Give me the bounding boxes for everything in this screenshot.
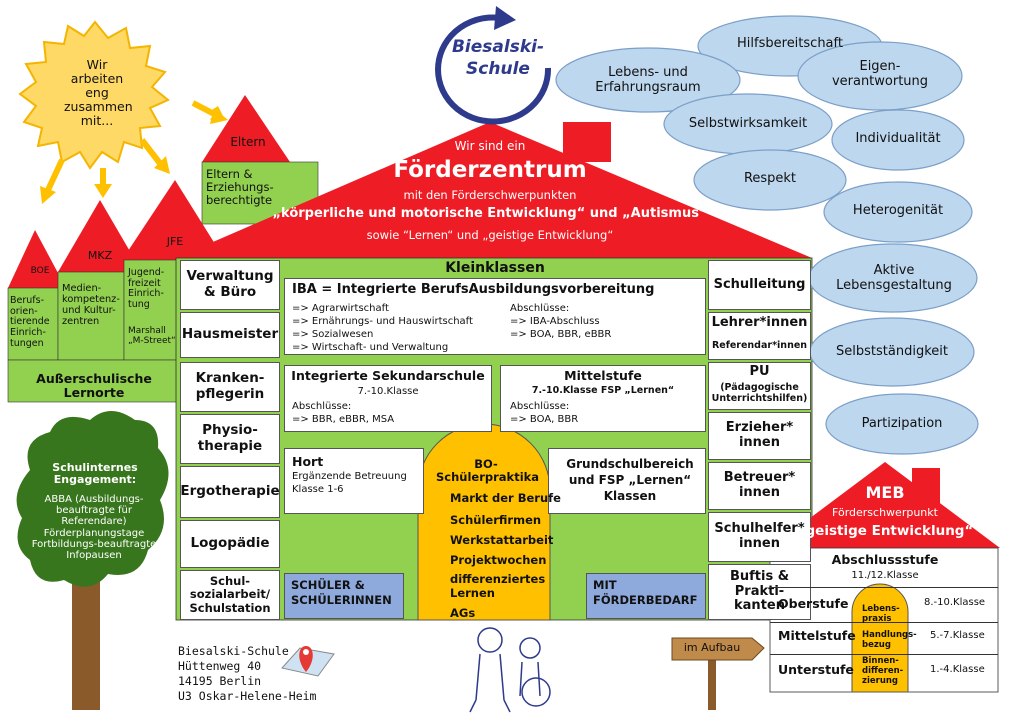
iba-items: => Agrarwirtschaft => Ernährungs- und Ha… xyxy=(292,303,473,353)
left-item-ergotherapie: Ergotherapie xyxy=(180,483,280,500)
sign-text: im Aufbau xyxy=(683,641,741,654)
hort-title: Hort xyxy=(292,454,324,469)
right-item-betreuer: Betreuer* innen xyxy=(723,470,796,500)
logo-line2: Schule xyxy=(466,59,530,79)
tree-crown-icon xyxy=(16,411,169,587)
door-item-firmen: Schülerfirmen xyxy=(450,513,542,527)
cloud-individualitaet: Individualität xyxy=(855,131,941,146)
cloud-eigenverantwortung: Eigen-verantwortung xyxy=(831,59,929,89)
cloud-selbststaendigkeit: Selbstständigkeit xyxy=(836,344,948,359)
lernorte-footer: Außerschulische Lernorte xyxy=(36,371,152,400)
meb-title: MEB xyxy=(865,483,905,502)
tree-text: ABBA (Ausbildungs-beauftragte für Refere… xyxy=(31,494,157,561)
roof-line3: „körperliche und motorische Entwicklung“… xyxy=(272,206,708,221)
eltern-roof xyxy=(202,95,290,162)
meb-door-lebenspraxis: Lebens-praxis xyxy=(862,604,900,624)
right-item-schulleitung: Schulleitung xyxy=(713,276,806,292)
meb-row-oberstufe: Oberstufe xyxy=(778,596,849,611)
tree-title: Schulinternes Engagement: xyxy=(52,461,138,487)
roof-line2: mit den Förderschwerpunkten xyxy=(403,188,577,202)
grundschule-box xyxy=(548,448,706,514)
door-item-werkstatt: Werkstattarbeit xyxy=(450,533,554,547)
roof-title: Förderzentrum xyxy=(393,157,587,183)
door-item-ags: AGs xyxy=(450,606,476,620)
mkz-body: Medien-kompetenz- und Kultur-zentren xyxy=(62,283,120,327)
iba-abschluesse: Abschlüsse: => IBA-Abschluss => BOA, BBR… xyxy=(510,303,612,340)
cloud-lebensgestaltung: Aktive Lebensgestaltung xyxy=(836,263,952,293)
schueler-label: SCHÜLER & SCHÜLERINNEN xyxy=(284,573,404,619)
door-item-markt: Markt der Berufe xyxy=(450,491,561,505)
cloud-partizipation: Partizipation xyxy=(861,416,943,431)
boe-body: Berufs-orien-tierende Einrich-tungen xyxy=(10,295,50,349)
jfe-roof-label: JFE xyxy=(166,235,184,248)
meb-row-oberstufe-klasse: 8.-10.Klasse xyxy=(924,597,986,608)
mittelstufe-title: Mittelstufe xyxy=(564,368,642,383)
right-item-referendar: Referendar*innen xyxy=(711,339,808,351)
right-item-schulhelfer: Schulhelfer* innen xyxy=(714,521,805,551)
eltern-roof-label: Eltern xyxy=(230,135,266,149)
address-transit: U3 Oskar-Helene-Heim xyxy=(178,689,317,703)
iba-box xyxy=(284,278,706,355)
cloud-hilfsbereitschaft: Hilfsbereitschaft xyxy=(737,36,843,51)
left-item-physiotherapie: Physio-therapie xyxy=(197,422,263,454)
meb-row-unterstufe: Unterstufe xyxy=(778,662,854,677)
iss-box xyxy=(284,365,492,432)
door-item-bo: BO-Schülerpraktika xyxy=(436,457,540,484)
address-city: 14195 Berlin xyxy=(178,674,262,688)
sign-icon xyxy=(671,637,765,710)
sun-arrows xyxy=(40,100,228,204)
mittelstufe-sub: 7.-10.Klasse FSP „Lernen“ xyxy=(531,385,675,396)
mkz-roof-label: MKZ xyxy=(87,249,113,262)
roof-line4: sowie “Lernen“ und „geistige Entwicklung… xyxy=(366,228,614,242)
boe-roof-label: BOE xyxy=(30,266,50,276)
meb-abschlussstufe: Abschlussstufe xyxy=(831,552,939,567)
right-item-pu-desc: (Pädagogische Unterrichtshilfen) xyxy=(711,382,808,404)
left-item-krankenpflegerin: Kranken-pflegerin xyxy=(195,370,265,402)
meb-focus: „geistige Entwicklung“ xyxy=(796,523,974,539)
left-item-verwaltung: Verwaltung & Büro xyxy=(186,268,274,300)
hort-sub: Ergänzende Betreuung Klasse 1-6 xyxy=(292,471,407,495)
logo-line1: Biesalski- xyxy=(451,37,545,57)
address-street: Hüttenweg 40 xyxy=(178,659,262,673)
meb-abschluss-klasse: 11./12.Klasse xyxy=(851,570,919,581)
iss-title: Integrierte Sekundarschule xyxy=(291,368,485,383)
grundschule-title: Grundschulbereich und FSP „Lernen“ Klass… xyxy=(566,457,694,504)
left-item-hausmeister: Hausmeister xyxy=(181,326,279,343)
left-item-schulsozialarbeit: Schul-sozialarbeit/ Schulstation xyxy=(189,574,271,615)
meb-door-handlungsbezug: Handlungs-bezug xyxy=(862,630,917,650)
children-icon xyxy=(469,627,551,713)
meb-row-unterstufe-klasse: 1.-4.Klasse xyxy=(930,664,985,675)
cloud-selbstwirksamkeit: Selbstwirksamkeit xyxy=(688,116,808,131)
meb-row-mittelstufe: Mittelstufe xyxy=(778,628,856,643)
iss-abschluesse: Abschlüsse: => BBR, eBBR, MSA xyxy=(292,401,395,425)
right-item-pu: PU xyxy=(749,363,770,379)
right-item-erzieher: Erzieher* innen xyxy=(725,420,794,450)
meb-sub: Förderschwerpunkt xyxy=(832,506,938,519)
mittelstufe-abschluesse: Abschlüsse: => BOA, BBR xyxy=(510,401,579,425)
iss-sub: 7.-10.Klasse xyxy=(357,386,419,397)
jfe-body: Jugend-freizeit Einrich-tung xyxy=(128,267,165,310)
jfe-extra: Marshall „M-Street“ xyxy=(128,326,176,347)
hort-box xyxy=(284,448,424,514)
map-pin-icon xyxy=(281,646,335,677)
foerderbedarf-label: MIT FÖRDERBEDARF xyxy=(586,573,706,619)
sun-text: Wir arbeiten eng zusammen mit... xyxy=(64,57,133,128)
iba-title: IBA = Integrierte BerufsAusbildungsvorbe… xyxy=(292,282,655,297)
address-name: Biesalski-Schule xyxy=(178,644,289,658)
kleinklassen-title: Kleinklassen xyxy=(445,260,545,276)
sun-icon xyxy=(18,20,170,170)
meb-row-mittelstufe-klasse: 5.-7.Klasse xyxy=(930,630,985,641)
cloud-heterogenitaet: Heterogenität xyxy=(852,203,944,218)
door-item-projektwochen: Projektwochen xyxy=(450,553,547,567)
roof-line1: Wir sind ein xyxy=(454,139,526,153)
eltern-body: Eltern & Erziehungs-berechtigte xyxy=(206,167,274,207)
mittelstufe-box xyxy=(500,365,706,432)
cloud-lebensraum: Lebens- und Erfahrungsraum xyxy=(595,65,701,95)
meb-door-binnendifferenzierung: Binnen-differen-zierung xyxy=(862,656,904,686)
cloud-respekt: Respekt xyxy=(743,171,797,186)
right-item-lehrer: Lehrer*innen xyxy=(711,314,808,330)
left-item-logopaedie: Logopädie xyxy=(190,535,270,552)
door-item-lernen: differenziertes Lernen xyxy=(450,572,546,600)
